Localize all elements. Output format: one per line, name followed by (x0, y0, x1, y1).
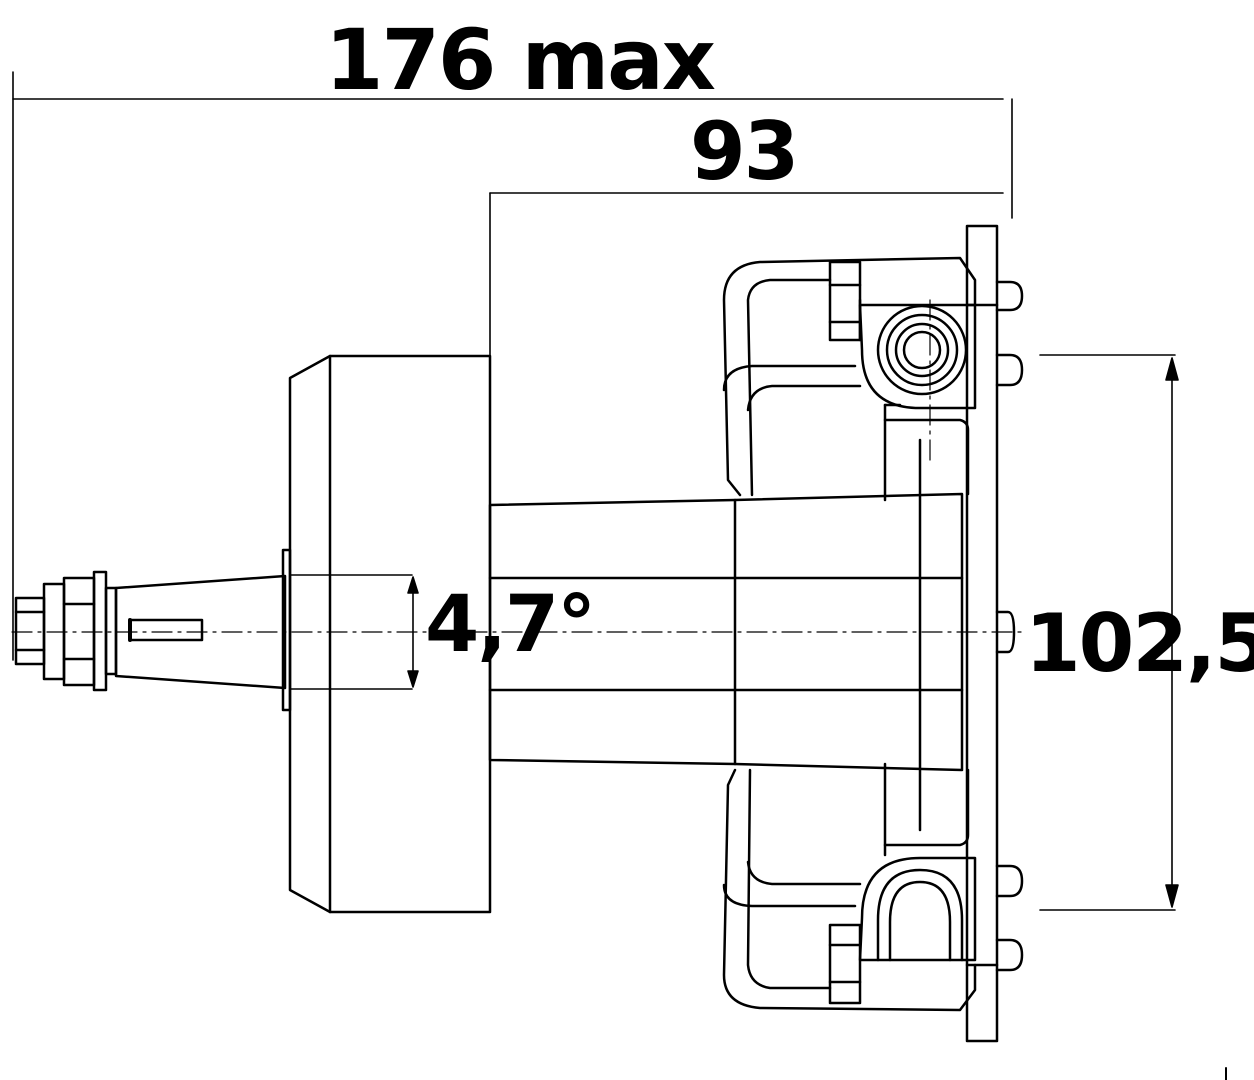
housing-depth-label: 93 (690, 105, 799, 198)
center-line (11, 299, 1026, 633)
hub-bezel (281, 354, 492, 914)
housing-body (488, 403, 964, 857)
lower-bracket (722, 768, 977, 1012)
dimension-lines (12, 71, 1179, 911)
lower-clamp (858, 856, 977, 962)
mounting-plate (965, 224, 999, 1043)
shaft-nut (14, 570, 118, 692)
overall-length-label: 176 max (325, 11, 716, 109)
tapered-shaft (114, 574, 287, 690)
mount-height-label: 102,5 (1025, 597, 1254, 690)
plate-bolts (995, 280, 1024, 972)
upper-clamp (858, 303, 977, 410)
taper-angle-label: 4,7° (425, 580, 596, 670)
upper-bracket (722, 256, 977, 497)
